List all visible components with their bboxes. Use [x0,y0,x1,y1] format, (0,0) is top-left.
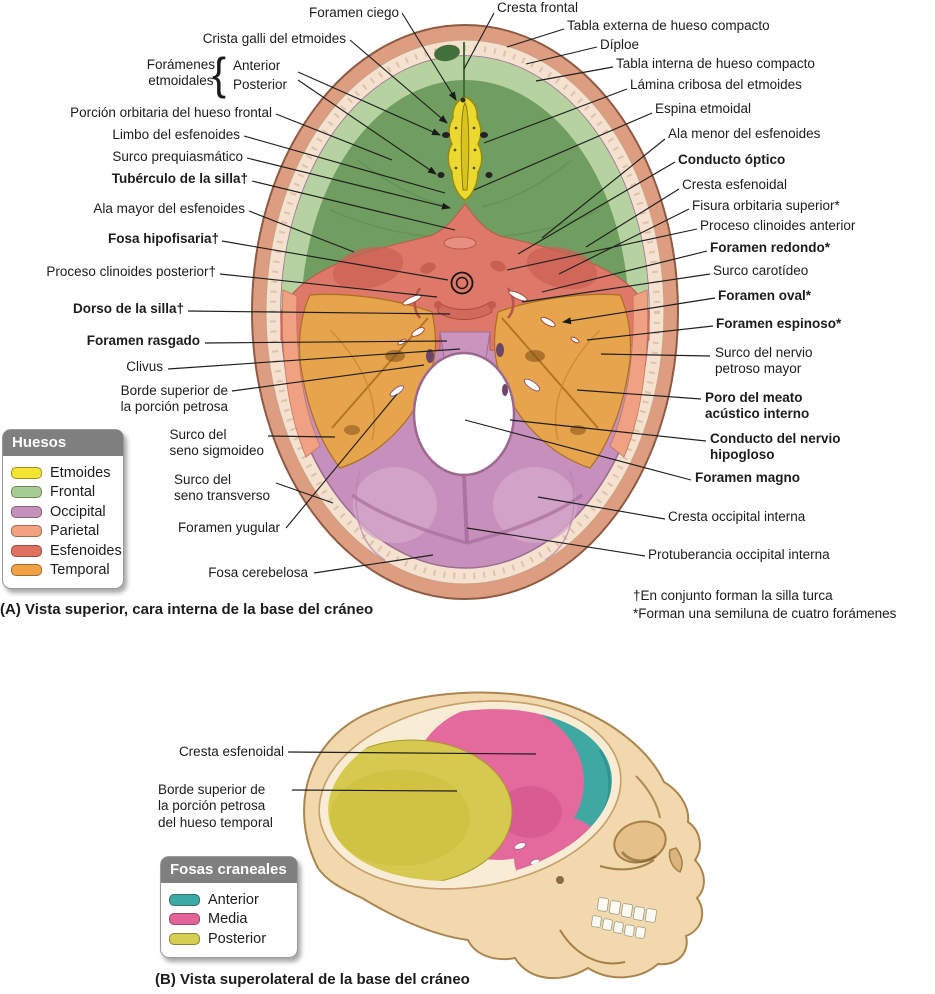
label-conducto-hipogloso: Conducto del nervio hipogloso [710,431,841,463]
label-foramen-redondo: Foramen redondo* [710,240,831,255]
label-poro-meato-acustico: Poro del meato acústico interno [705,390,810,422]
label-clivus: Clivus [126,359,163,374]
label-foramen-yugular: Foramen yugular [177,520,280,535]
color-swatch [169,932,200,945]
label-ala-mayor: Ala mayor del esfenoides [93,201,245,216]
legend-item-etmoides: Etmoides [11,463,117,483]
skull-a-art [251,24,679,600]
legend-fossae-title: Fosas craneales [161,857,297,883]
legend-fossae-items: Anterior Media Posterior [161,883,297,957]
leader-lines-a [167,12,716,574]
label-proceso-clinoides-anterior: Proceso clinoides anterior [700,218,856,233]
label-dorso-silla: Dorso de la silla† [72,301,184,316]
legend-item-anterior: Anterior [169,890,291,910]
label-proceso-clinoides-posterior: Proceso clinoides posterior† [46,264,216,279]
color-swatch [11,564,42,577]
legend-bones-items: Etmoides Frontal Occipital Parietal Esfe… [3,456,123,588]
legend-fossae: Fosas craneales Anterior Media Posterior [160,856,298,958]
label-foramen-rasgado: Foramen rasgado [86,333,200,348]
label-tabla-interna: Tabla interna de hueso compacto [616,56,815,71]
legend-item-posterior: Posterior [169,929,291,949]
skull-b-art [303,691,705,980]
label-surco-prequiasmatico: Surco prequiasmático [112,149,243,164]
label-tuberculo-silla: Tubérculo de la silla† [111,171,248,186]
color-swatch [11,466,42,479]
label-foramen-espinoso: Foramen espinoso* [716,316,842,331]
legend-item-occipital: Occipital [11,502,117,522]
label-foramen-ciego: Foramen ciego [308,5,399,20]
label-ala-menor: Ala menor del esfenoides [668,126,821,141]
label-foramen-magno: Foramen magno [695,470,801,485]
legend-item-frontal: Frontal [11,483,117,503]
legend-item-media: Media [169,910,291,930]
bracket-glyph: { [212,48,227,99]
label-protuberancia-occipital: Protuberancia occipital interna [648,547,830,562]
label-tabla-externa: Tabla externa de hueso compacto [567,18,770,33]
color-swatch [11,525,42,538]
label-foramen-oval: Foramen oval* [718,288,812,303]
color-swatch [11,486,42,499]
legend-bones-title: Huesos [3,430,123,456]
color-swatch [169,893,200,906]
color-swatch [11,544,42,557]
label-surco-carotideo: Surco carotídeo [713,263,809,278]
label-surco-seno-transverso: Surco del seno transverso [173,472,270,504]
legend-item-label: Esfenoides [50,542,122,559]
legend-item-label: Media [208,911,248,928]
label-borde-superior-petrosa-b: Borde superior de la porción petrosa del… [158,782,273,830]
label-surco-seno-sigmoideo: Surco del seno sigmoideo [169,427,264,459]
label-lamina-cribosa: Lámina cribosa del etmoides [630,77,802,92]
legend-item-temporal: Temporal [11,561,117,581]
legend-item-esfenoides: Esfenoides [11,541,122,561]
label-conducto-optico: Conducto óptico [678,152,786,167]
label-fosa-cerebelosa: Fosa cerebelosa [208,565,308,580]
label-cresta-frontal: Cresta frontal [497,0,579,15]
figure-a-footnotes: †En conjunto forman la silla turca *Form… [633,588,897,621]
legend-item-label: Posterior [208,930,267,947]
label-cresta-esfenoidal-b: Cresta esfenoidal [178,744,284,759]
legend-bones: Huesos Etmoides Frontal Occipital Pariet… [2,429,124,589]
label-foramen-etmoidal-posterior: Posterior [233,77,288,92]
label-espina-etmoidal: Espina etmoidal [655,101,752,116]
label-foramen-etmoidal-anterior: Anterior [233,58,281,73]
leader-lines-b [287,751,537,792]
label-crista-galli: Crista galli del etmoides [202,31,346,46]
label-foramenes-etmoidales: Forámenes etmoidales [146,57,215,89]
figure-b-caption: (B) Vista superolateral de la base del c… [155,971,470,988]
label-cresta-occipital: Cresta occipital interna [668,509,806,524]
legend-item-label: Frontal [50,484,96,501]
legend-item-parietal: Parietal [11,522,117,542]
label-surco-nervio-petroso: Surco del nervio petroso mayor [715,345,813,377]
label-fosa-hipofisaria: Fosa hipofisaria† [107,231,219,246]
color-swatch [169,913,200,926]
legend-item-label: Etmoides [50,464,111,481]
legend-item-label: Anterior [208,891,259,908]
color-swatch [11,505,42,518]
label-diploe: Díploe [600,37,640,52]
figure-a-caption: (A) Vista superior, cara interna de la b… [0,601,374,618]
label-cresta-esfenoidal-a: Cresta esfenoidal [682,177,788,192]
label-borde-superior-petrosa: Borde superior de la porción petrosa [120,383,228,415]
legend-item-label: Temporal [50,562,110,579]
label-porcion-orbitaria: Porción orbitaria del hueso frontal [70,105,272,120]
legend-item-label: Occipital [50,503,106,520]
label-limbo-esfenoides: Limbo del esfenoides [112,127,240,142]
label-fisura-orbitaria: Fisura orbitaria superior* [692,198,840,213]
legend-item-label: Parietal [50,523,100,540]
